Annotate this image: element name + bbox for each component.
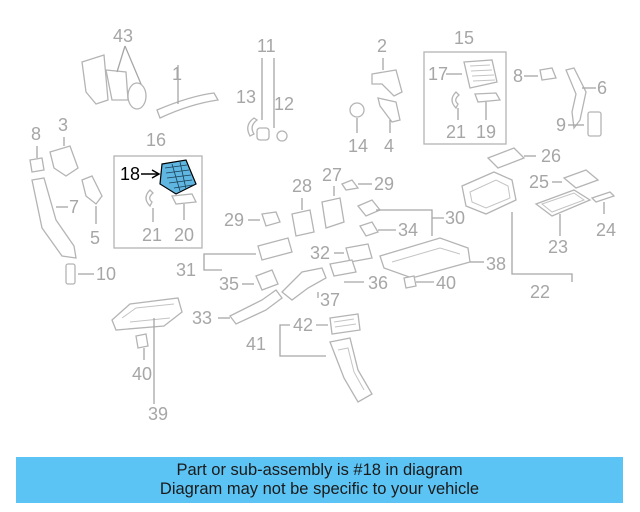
callout-24: 24 <box>596 220 616 240</box>
part-11-clip <box>256 127 270 141</box>
part-17 <box>463 59 498 89</box>
part-43-ring <box>127 82 147 110</box>
callout-42: 42 <box>293 315 313 335</box>
part-28-vent <box>321 197 345 229</box>
callout-18: 18 <box>120 164 140 184</box>
callout-7: 7 <box>69 197 79 217</box>
callout-1: 1 <box>172 64 182 84</box>
part-5 <box>81 175 103 205</box>
part-29-screw <box>261 211 281 227</box>
callout-29-bottom: 29 <box>224 210 244 230</box>
callout-36: 36 <box>368 273 388 293</box>
part-35 <box>255 269 279 291</box>
part-3 <box>49 145 79 177</box>
part-43-right <box>105 69 129 101</box>
callout-38: 38 <box>486 254 506 274</box>
part-2 <box>371 69 403 97</box>
callout-37: 37 <box>320 290 340 310</box>
callout-13: 13 <box>236 87 256 107</box>
part-20-small <box>170 193 198 205</box>
part-8-right <box>539 67 557 81</box>
callout-27: 27 <box>322 165 342 185</box>
part-34 <box>359 221 379 237</box>
callout-3: 3 <box>58 115 68 135</box>
part-37 <box>281 267 327 301</box>
callout-22: 22 <box>530 282 550 302</box>
callout-11: 11 <box>257 36 276 56</box>
part-36-small <box>329 259 357 277</box>
callout-30: 30 <box>445 208 465 228</box>
callout-33: 33 <box>192 308 212 328</box>
callout-23: 23 <box>548 237 568 257</box>
part-40-bracket <box>135 333 149 349</box>
part-14 <box>349 102 365 118</box>
part-32 <box>345 243 373 263</box>
callout-17: 17 <box>428 64 448 84</box>
part-31 <box>257 237 293 261</box>
callout-34: 34 <box>398 220 418 240</box>
callout-39: 39 <box>148 404 168 424</box>
callout-26: 26 <box>541 146 561 166</box>
part-4 <box>377 97 401 123</box>
part-12-clip <box>276 130 288 142</box>
callout-19: 19 <box>476 122 496 142</box>
callout-12: 12 <box>274 94 294 114</box>
part-27-vent <box>291 209 315 237</box>
callout-40-right: 40 <box>436 273 456 293</box>
callout-35: 35 <box>219 274 239 294</box>
caption-banner: Part or sub-assembly is #18 in diagram D… <box>16 457 623 503</box>
callout-16: 16 <box>146 130 166 150</box>
part-9 <box>587 111 602 137</box>
callout-21-bottom: 21 <box>142 225 162 245</box>
callout-6: 6 <box>597 78 607 98</box>
part-25 <box>562 169 600 189</box>
callout-32: 32 <box>310 243 330 263</box>
callout-4: 4 <box>384 136 394 156</box>
part-13 <box>247 117 259 137</box>
callout-31: 31 <box>176 260 196 280</box>
part-27-pin <box>341 179 360 191</box>
part-24 <box>590 191 616 203</box>
callout-41: 41 <box>246 334 266 354</box>
part-38 <box>379 237 471 279</box>
part-41 <box>329 337 373 403</box>
part-10 <box>65 263 76 285</box>
part-21-small-b <box>145 189 154 208</box>
parts-diagram: 43 1 11 13 12 2 4 14 15 17 21 19 8 6 9 8… <box>29 26 616 424</box>
part-19-small <box>474 92 502 103</box>
callout-14: 14 <box>348 136 368 156</box>
part-7 <box>31 177 77 259</box>
callout-15: 15 <box>454 28 474 48</box>
callout-43: 43 <box>113 26 133 46</box>
callout-25: 25 <box>529 172 549 192</box>
part-30 <box>356 199 382 217</box>
part-40-clip <box>403 275 417 289</box>
part-43-left <box>81 54 109 105</box>
group-15-box <box>423 51 507 145</box>
callout-5: 5 <box>90 228 100 248</box>
callout-8-right: 8 <box>513 66 523 86</box>
part-33 <box>229 289 283 325</box>
callout-9: 9 <box>556 115 566 135</box>
callout-8-left: 8 <box>31 124 41 144</box>
callout-20: 20 <box>174 225 194 245</box>
callout-28: 28 <box>292 176 312 196</box>
part-6 <box>565 67 587 130</box>
part-8-left <box>29 157 45 173</box>
group-16-box <box>113 155 203 249</box>
callout-10: 10 <box>96 264 116 284</box>
callout-40-left: 40 <box>132 364 152 384</box>
callout-2: 2 <box>377 36 387 56</box>
caption-line-1: Part or sub-assembly is #18 in diagram <box>176 461 463 479</box>
caption-line-2: Diagram may not be specific to your vehi… <box>159 480 480 498</box>
part-26 <box>486 147 526 169</box>
part-39 <box>111 297 183 331</box>
part-1 <box>156 92 220 119</box>
callout-29-top: 29 <box>374 174 394 194</box>
callout-21-top: 21 <box>446 122 466 142</box>
part-21-small <box>451 91 460 110</box>
